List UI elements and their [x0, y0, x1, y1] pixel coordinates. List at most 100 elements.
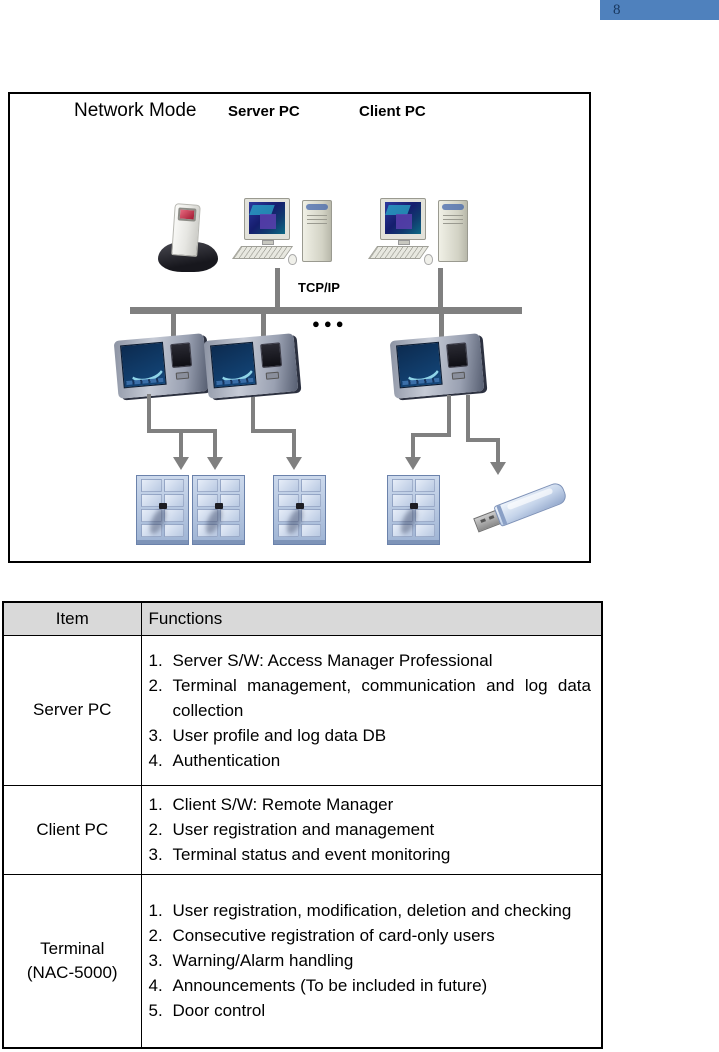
arrow-line — [251, 429, 296, 433]
terminal-icon — [389, 333, 485, 399]
terminal-screen — [396, 341, 444, 389]
item-cell: Client PC — [2, 784, 142, 875]
functions-cell: 1.Server S/W: Access Manager Professiona… — [140, 634, 603, 786]
scanner-body — [171, 203, 201, 257]
arrow-line — [411, 433, 451, 437]
terminal-sensor — [169, 341, 192, 368]
network-diagram: Network Mode Server PC Client PC TCP/IP … — [8, 92, 591, 563]
function-list-item: 1.User registration, modification, delet… — [148, 901, 572, 921]
tower-icon — [438, 200, 468, 262]
monitor-stand — [262, 240, 274, 245]
function-list-item: 1.Client S/W: Remote Manager — [148, 795, 394, 814]
terminal-keypad — [175, 371, 190, 380]
function-list-item: 2.User registration and management — [148, 820, 435, 839]
table-row: Client PC 1.Client S/W: Remote Manager 2.U… — [2, 784, 603, 875]
monitor-icon — [380, 198, 426, 240]
door-knob — [296, 503, 305, 510]
tower-icon — [302, 200, 332, 262]
arrow-line — [447, 395, 451, 437]
terminal-icon — [203, 333, 299, 399]
door-knob — [159, 503, 168, 510]
arrow-line — [213, 429, 217, 459]
functions-table-body: Server PC 1.Server S/W: Access Manager Pr… — [2, 634, 603, 1049]
mouse-icon — [288, 254, 297, 265]
door-panels — [197, 479, 240, 537]
terminal-keypad — [451, 371, 466, 380]
arrow-line — [251, 397, 255, 433]
terminal-keypad — [265, 371, 280, 380]
terminal-body — [203, 333, 299, 399]
terminal1-connector-line — [171, 314, 176, 339]
scanner-sensor-window — [177, 207, 197, 222]
monitor-icon — [244, 198, 290, 240]
arrow-line — [179, 429, 183, 459]
ellipsis-dots: ●●● — [312, 316, 348, 331]
arrowhead-icon — [207, 457, 223, 470]
keyboard-icon — [368, 246, 430, 259]
terminal-sensor — [445, 341, 468, 368]
terminal-body — [389, 333, 485, 399]
function-list-item: 1.Server S/W: Access Manager Professiona… — [148, 650, 493, 670]
functions-table: Item Functions Server PC 1.Server S/W: Ac… — [2, 601, 603, 1049]
door-icon — [387, 475, 440, 545]
terminal-screen — [210, 341, 258, 389]
functions-cell: 1.User registration, modification, delet… — [140, 873, 603, 1049]
terminal2-connector-line — [261, 314, 266, 339]
door-icon — [136, 475, 189, 545]
door-icon — [273, 475, 326, 545]
usb-body-group — [472, 475, 584, 536]
monitor-screen — [249, 202, 285, 234]
table-header-row: Item Functions — [2, 601, 603, 636]
usb-body — [493, 480, 569, 528]
item-cell: Server PC — [2, 634, 142, 786]
door-panels — [392, 479, 435, 537]
arrow-line — [466, 395, 470, 442]
terminal-screen — [120, 341, 168, 389]
terminal3-connector-line — [439, 314, 444, 339]
client-pc-icon — [366, 196, 470, 270]
function-list-item: 3.Terminal status and event monitoring — [148, 845, 451, 864]
door-panels — [141, 479, 184, 537]
client-pc-connector-line — [438, 268, 443, 308]
functions-cell: 1.Client S/W: Remote Manager 2.User regis… — [140, 784, 603, 875]
door-panels — [278, 479, 321, 537]
monitor-screen — [385, 202, 421, 234]
function-list-item: 5.Door control — [148, 1001, 266, 1021]
terminal-body — [113, 333, 209, 399]
door-knob — [215, 503, 224, 510]
arrow-line — [496, 438, 500, 464]
function-list-item: 2.Consecutive registration of card-only … — [148, 926, 495, 946]
fingerprint-scanner-icon — [158, 203, 218, 272]
item-cell: Terminal (NAC-5000) — [2, 873, 142, 1049]
terminal-sensor — [259, 341, 282, 368]
function-list-item: 4.Authentication — [148, 750, 281, 770]
door-icon — [192, 475, 245, 545]
keyboard-icon — [232, 246, 294, 259]
arrowhead-icon — [286, 457, 302, 470]
mouse-icon — [424, 254, 433, 265]
terminal-icon — [113, 333, 209, 399]
table-row: Terminal (NAC-5000) 1.User registration, … — [2, 873, 603, 1049]
monitor-stand — [398, 240, 410, 245]
server-pc-icon — [230, 196, 334, 270]
tcpip-label: TCP/IP — [298, 280, 340, 295]
functions-header: Functions — [140, 601, 603, 636]
item-header: Item — [2, 601, 142, 636]
arrow-line — [292, 429, 296, 459]
function-list-item: 3.User profile and log data DB — [148, 725, 387, 745]
arrow-line — [147, 394, 151, 433]
diagram-title: Network Mode — [74, 100, 197, 121]
function-list-item: 2.Terminal management, communication and… — [148, 675, 592, 720]
arrow-line — [466, 438, 500, 442]
network-bus-line — [130, 307, 522, 314]
client-pc-label: Client PC — [359, 103, 426, 120]
page-number-bar: 8 — [600, 0, 719, 20]
server-pc-connector-line — [275, 268, 280, 308]
arrow-line — [411, 433, 415, 459]
function-list-item: 3.Warning/Alarm handling — [148, 951, 354, 971]
usb-drive-icon — [468, 478, 592, 536]
arrowhead-icon — [490, 462, 506, 475]
table-row: Server PC 1.Server S/W: Access Manager Pr… — [2, 634, 603, 786]
arrowhead-icon — [173, 457, 189, 470]
arrowhead-icon — [405, 457, 421, 470]
